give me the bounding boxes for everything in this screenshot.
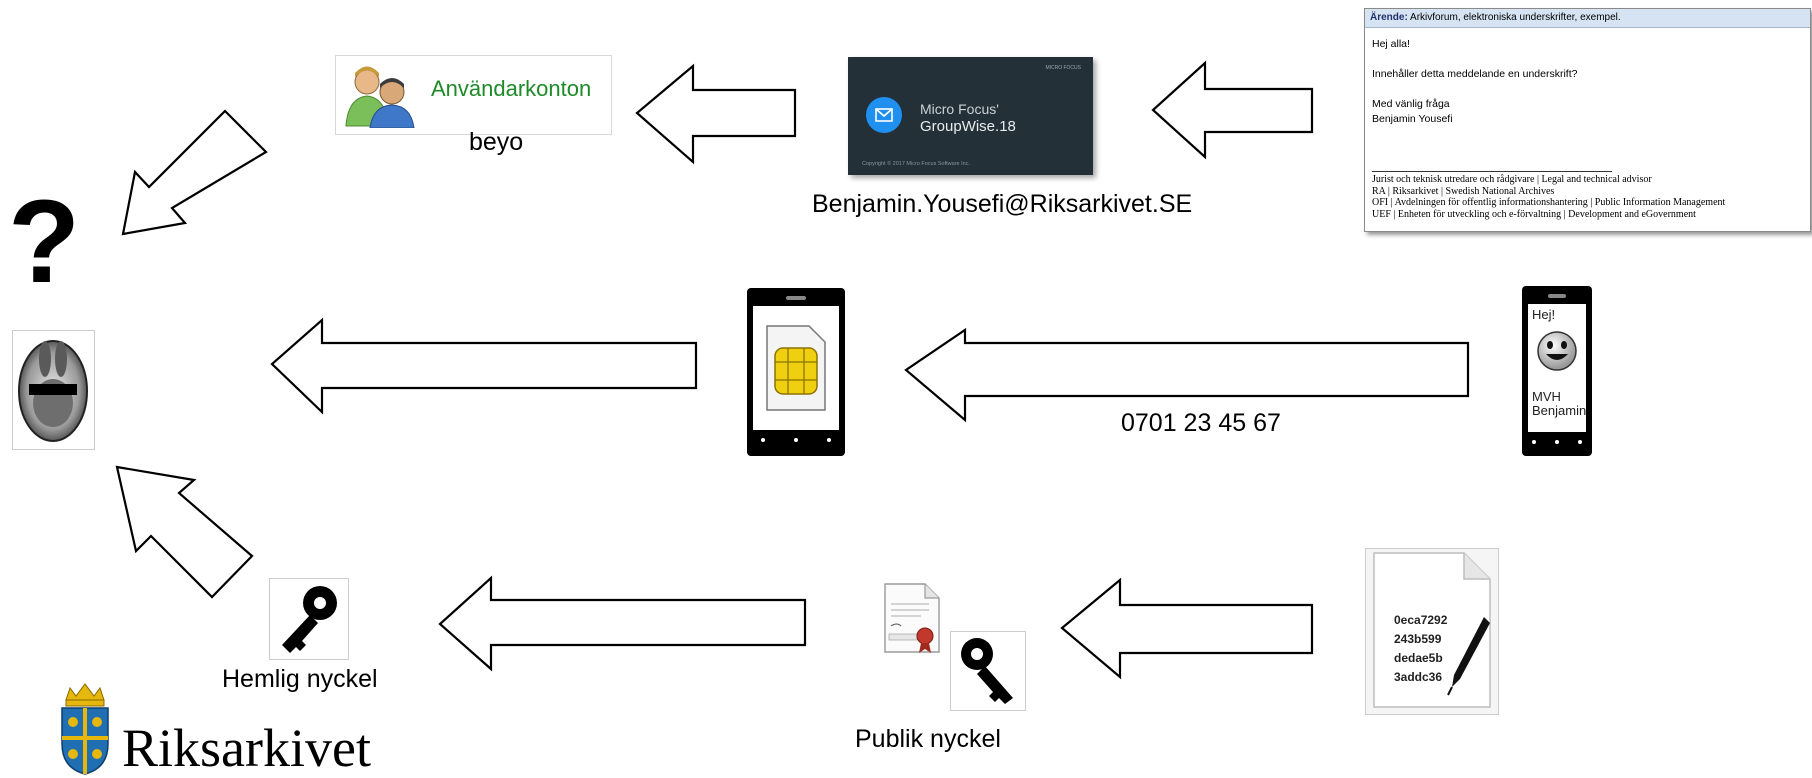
hash-text: 0eca7292 243b599 dedae5b 3addc36 — [1394, 611, 1447, 687]
email-body-line: Benjamin Yousefi — [1372, 113, 1453, 125]
phone-screen: Hej! MVH Benjamin — [1528, 304, 1586, 432]
arrow-secret-key-to-person — [115, 465, 254, 599]
public-key-label: Publik nyckel — [855, 725, 1001, 753]
sms-closing: MVH — [1532, 389, 1561, 404]
email-body-line: Hej alla! — [1372, 38, 1410, 50]
phone-with-sms: Hej! MVH Benjamin — [1522, 286, 1592, 456]
phone-speaker — [1548, 294, 1566, 298]
phone-number: 0701 23 45 67 — [1121, 409, 1281, 437]
phone-screen — [753, 306, 839, 430]
hash-line: 3addc36 — [1394, 670, 1443, 684]
question-mark: ? — [8, 176, 81, 308]
secret-key-box — [269, 578, 349, 660]
email-subject: Arkivforum, elektroniska underskrifter, … — [1410, 12, 1621, 23]
email-subject-label: Ärende: — [1370, 12, 1408, 23]
user-account-card: Användarkonton — [335, 55, 612, 135]
secret-key-icon — [282, 586, 337, 653]
signature-line: Jurist och teknisk utredare och rådgivar… — [1372, 174, 1652, 185]
signed-hash-document: 0eca7292 243b599 dedae5b 3addc36 — [1365, 548, 1499, 715]
phone-dot — [1578, 440, 1582, 444]
riksarkivet-logo: Riksarkivet — [56, 680, 396, 776]
anonymous-person-image — [12, 330, 95, 450]
groupwise-icon — [866, 97, 902, 133]
signature-line: RA | Riksarkivet | Swedish National Arch… — [1372, 185, 1555, 197]
users-icon — [345, 66, 415, 128]
riksarkivet-wordmark: Riksarkivet — [122, 718, 371, 778]
phone-dot — [1532, 440, 1536, 444]
hash-line: 243b599 — [1394, 632, 1442, 646]
arrow-groupwise-to-account — [635, 63, 797, 165]
email-subject-bar: Ärende: Arkivforum, elektroniska undersk… — [1365, 9, 1810, 28]
signature-line: UEF | Enheten för utveckling och e-förva… — [1372, 208, 1696, 220]
email-body-line: Innehåller detta meddelande en underskri… — [1372, 68, 1578, 80]
account-caption: beyo — [469, 128, 524, 156]
groupwise-copyright: Copyright © 2017 Micro Focus Software In… — [862, 161, 970, 167]
groupwise-product: GroupWise.18 — [920, 118, 1016, 135]
signature-line: OFI | Avdelningen för offentlig informat… — [1372, 197, 1726, 208]
arrow-hash-to-public-key — [1060, 577, 1314, 680]
coat-of-arms-icon — [61, 683, 109, 775]
arrow-public-to-secret-key — [438, 575, 807, 672]
groupwise-splash: MICRO FOCUS Micro Focus' GroupWise.18 Co… — [848, 57, 1093, 175]
hash-line: 0eca7292 — [1394, 613, 1448, 627]
phone-with-sim — [747, 288, 845, 456]
sms-sender: Benjamin — [1532, 403, 1587, 418]
arrow-sim-to-person — [270, 317, 698, 415]
email-message: Ärende: Arkivforum, elektroniska undersk… — [1364, 8, 1811, 232]
email-body-line — [1372, 52, 1577, 67]
public-key-icon — [961, 638, 1013, 704]
pen-icon — [1447, 617, 1490, 696]
groupwise-brand: Micro Focus' — [920, 101, 999, 117]
micro-focus-logo: MICRO FOCUS — [1045, 65, 1081, 71]
email-body: Hej alla! Innehåller detta meddelande en… — [1372, 37, 1577, 127]
email-signature: Jurist och teknisk utredare och rådgivar… — [1372, 174, 1725, 220]
email-address-caption: Benjamin.Yousefi@Riksarkivet.SE — [812, 190, 1193, 218]
arrow-account-to-question — [121, 109, 268, 236]
signature-divider — [1372, 171, 1612, 172]
email-body-line — [1372, 82, 1577, 97]
certificate-icon — [881, 582, 943, 654]
phone-dot — [761, 438, 765, 442]
public-key-box — [950, 631, 1026, 711]
arrow-email-to-groupwise — [1151, 60, 1314, 160]
phone-dot — [794, 438, 798, 442]
email-body-line: Med vänlig fråga — [1372, 98, 1450, 110]
sim-card-icon — [766, 325, 826, 411]
phone-speaker — [786, 296, 806, 300]
secret-key-label: Hemlig nyckel — [222, 665, 378, 693]
phone-dot — [1555, 440, 1559, 444]
hash-line: dedae5b — [1394, 651, 1443, 665]
phone-dot — [827, 438, 831, 442]
account-label: Användarkonton — [431, 76, 592, 101]
arrow-sms-to-sim — [904, 327, 1470, 423]
sms-greeting: Hej! — [1532, 307, 1556, 322]
smiley-icon — [1537, 331, 1577, 371]
anonymous-rabbit-icon — [18, 340, 88, 442]
